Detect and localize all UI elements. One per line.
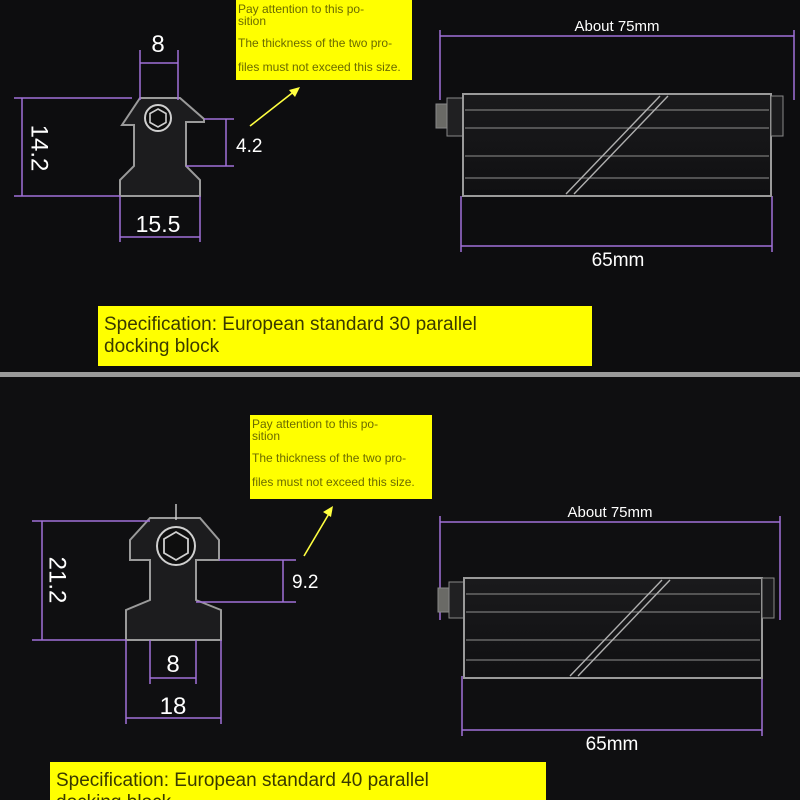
dim-neck-width: 8: [166, 651, 179, 678]
dim-slot-thickness: 4.2: [236, 136, 262, 157]
specification-banner: Specification: European standard 30 para…: [98, 306, 592, 366]
dim-overall-length: About 75mm: [567, 504, 652, 521]
dim-top-width: 8: [151, 31, 164, 58]
note-line: files must not exceed this size.: [252, 475, 415, 489]
spec-line: docking block: [104, 336, 220, 357]
note-line: Pay attention to this po-: [238, 2, 365, 16]
dim-body-length: 65mm: [586, 734, 639, 755]
dim-height: 21.2: [44, 557, 71, 604]
dimension-lines-side-30: [439, 30, 795, 252]
note-line: sition: [238, 14, 267, 28]
profile-cross-section-30: [119, 97, 205, 197]
dim-bottom-width: 18: [160, 693, 187, 720]
dim-height: 14.2: [26, 125, 53, 172]
hex-screw-icon: [144, 104, 172, 132]
attention-note: Pay attention to this po- sition The thi…: [236, 0, 412, 80]
spec-line: docking block: [56, 792, 540, 800]
dimension-lines-side-40: [439, 516, 781, 736]
note-line: Pay attention to this po-: [252, 417, 379, 431]
dim-overall-length: About 75mm: [574, 18, 659, 35]
docking-block-side-view-40: [437, 577, 775, 679]
panel-divider: [0, 372, 800, 377]
specification-banner: Specification: European standard 40 para…: [50, 762, 546, 800]
attention-note: Pay attention to this po- sition The thi…: [250, 415, 432, 499]
dim-body-length: 65mm: [592, 250, 645, 271]
note-line: The thickness of the two pro-: [238, 36, 393, 50]
dim-slot-thickness: 9.2: [292, 572, 318, 593]
spec-line: Specification: European standard 30 para…: [104, 314, 477, 335]
pointer-arrow-40: [303, 506, 333, 557]
note-line: sition: [252, 429, 281, 443]
dimension-lines-40: [32, 520, 296, 724]
note-line: files must not exceed this size.: [238, 60, 401, 74]
dim-bottom-width: 15.5: [136, 211, 181, 237]
pointer-arrow-30: [249, 87, 300, 127]
docking-block-side-view-30: [435, 93, 784, 197]
spec-line: Specification: European standard 40 para…: [56, 770, 429, 791]
note-line: The thickness of the two pro-: [252, 451, 407, 465]
dimension-lines-30: [14, 50, 234, 242]
profile-cross-section-40: [125, 504, 222, 641]
